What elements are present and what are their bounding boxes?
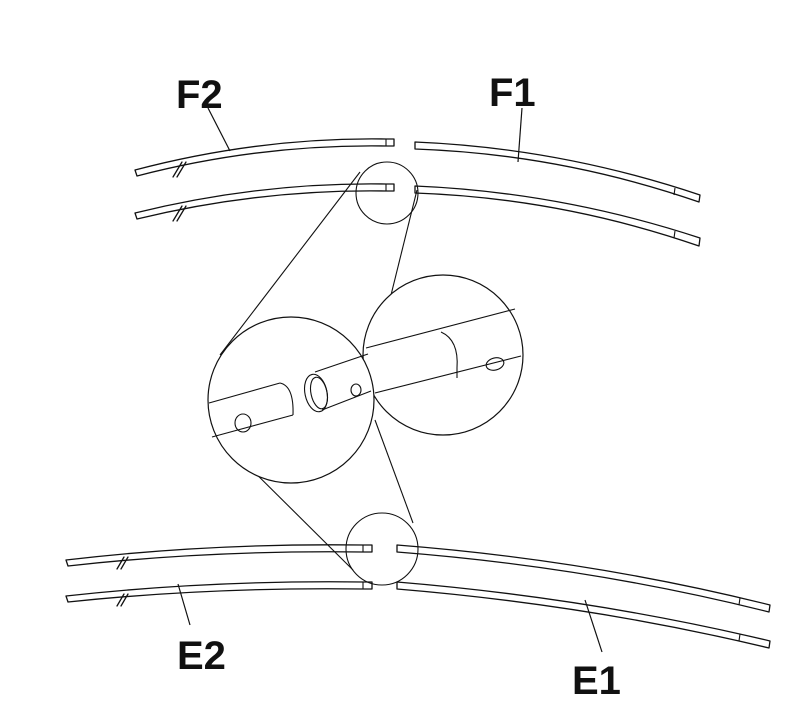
pole-f1-upper bbox=[414, 141, 701, 203]
pole-e1-upper bbox=[396, 544, 771, 613]
detail-magnifier-right bbox=[362, 274, 524, 436]
pole-e2-upper bbox=[65, 544, 373, 570]
detail-magnifier-left bbox=[207, 316, 375, 484]
pole-f2-upper bbox=[134, 138, 395, 178]
label-f1: F1 bbox=[489, 71, 536, 115]
pole-e1-lower bbox=[396, 581, 771, 649]
pole-e2-lower bbox=[65, 581, 373, 607]
joint-callout-upper bbox=[355, 161, 419, 225]
joint-callout-lower bbox=[345, 512, 419, 586]
label-f2: F2 bbox=[176, 73, 223, 117]
pole-f1-lower bbox=[414, 185, 701, 247]
label-leader-lines bbox=[177, 107, 603, 653]
label-e2: E2 bbox=[177, 634, 226, 678]
pole-f2-lower bbox=[134, 183, 395, 222]
label-e1: E1 bbox=[572, 659, 621, 703]
